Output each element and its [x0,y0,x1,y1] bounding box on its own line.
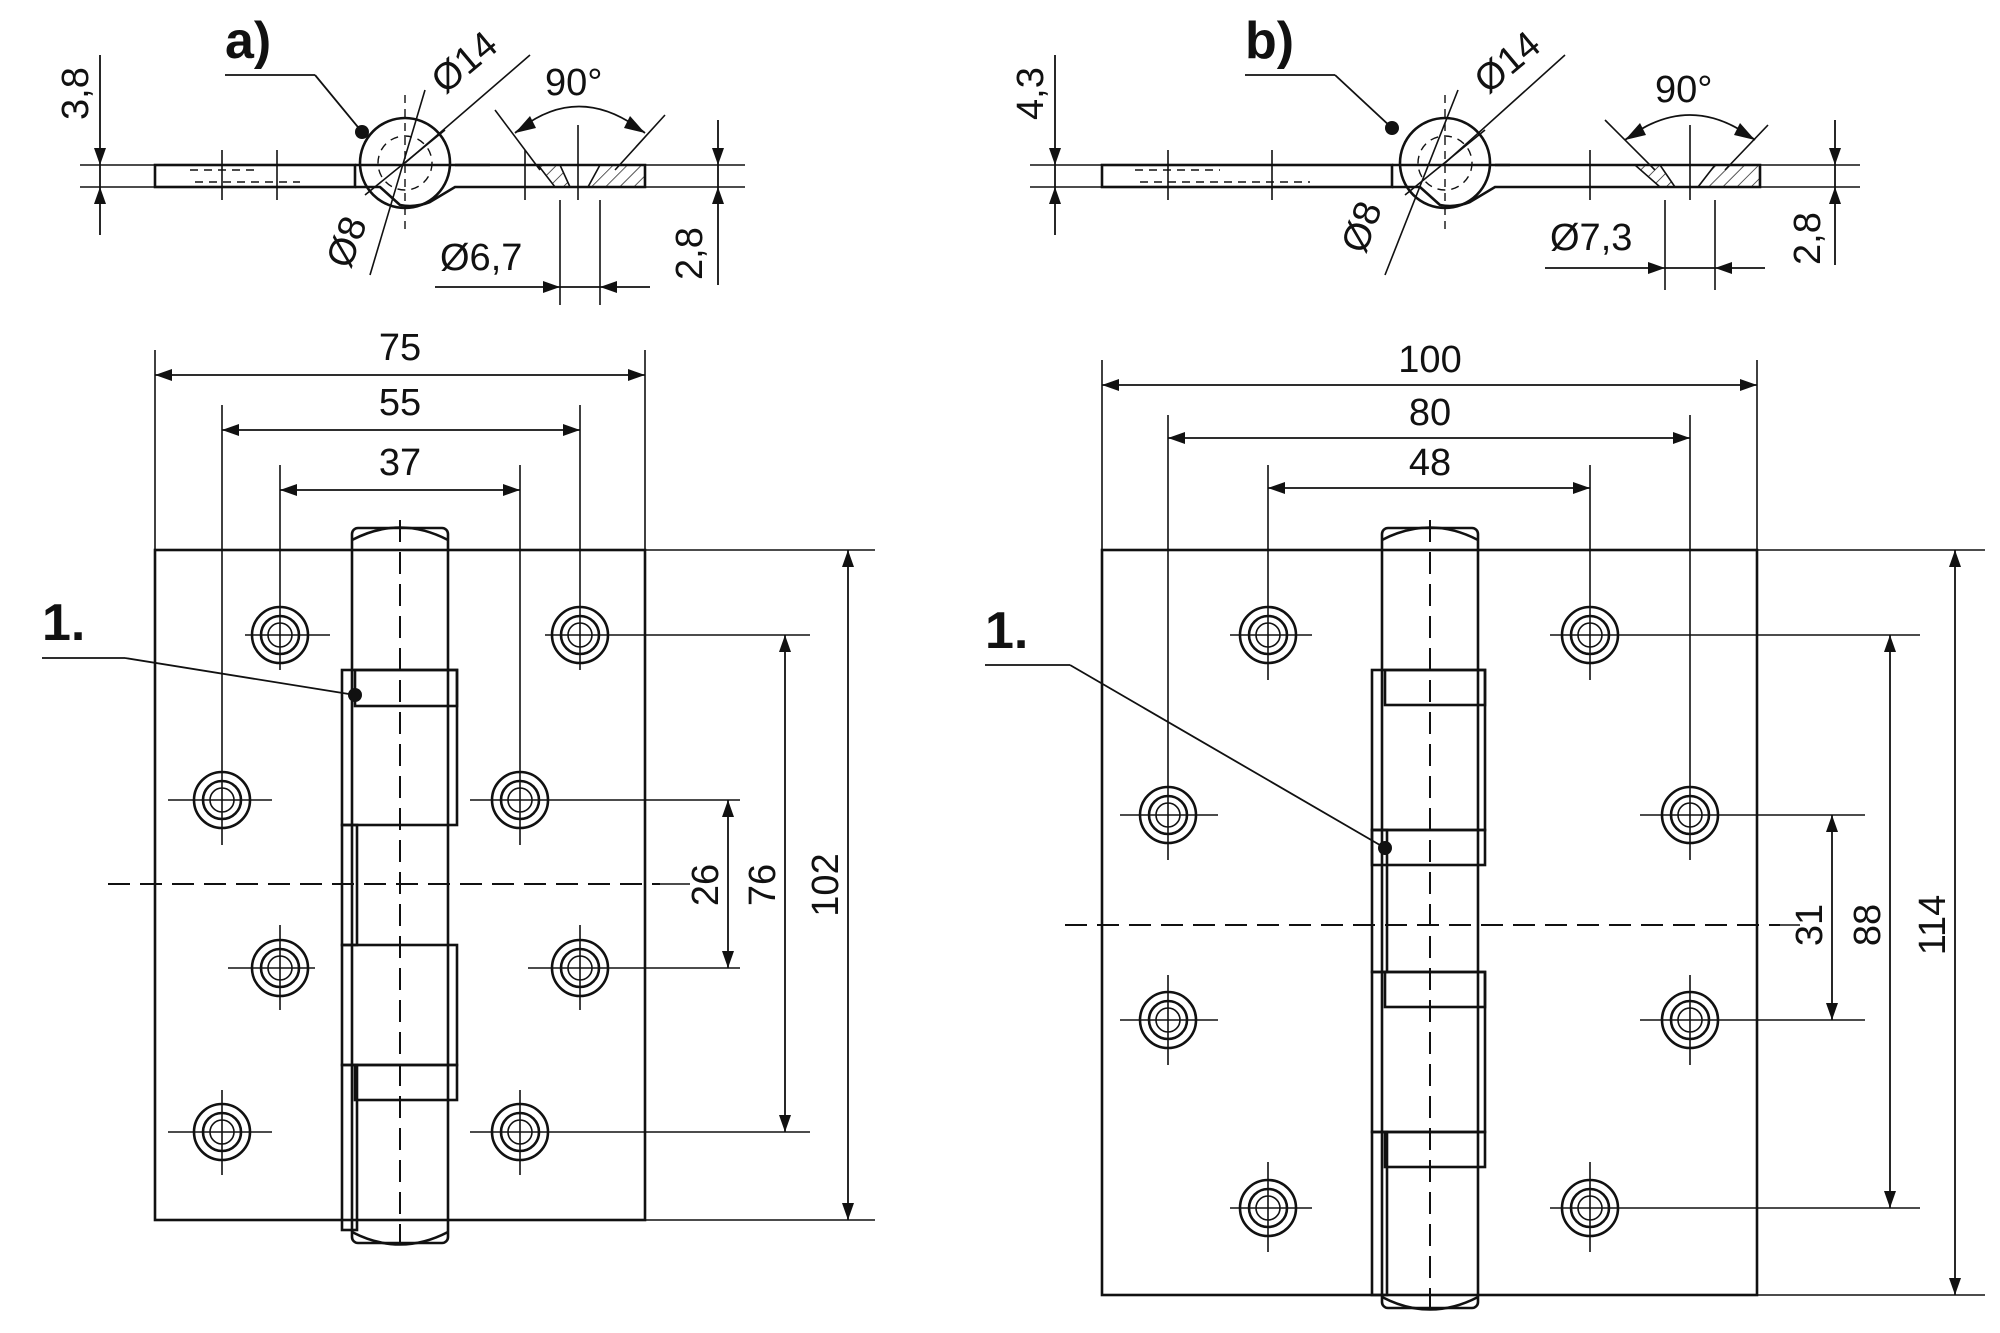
front-b [985,360,1985,1311]
view-b-thickness: 2,8 [1787,212,1829,265]
view-b-knuckle-diameter: Ø14 [1467,24,1549,102]
front-a [42,350,875,1246]
view-b-height-inner-holes: 31 [1789,904,1831,946]
view-a-pin-diameter: Ø8 [319,211,376,273]
view-a-height-outer-holes: 76 [742,864,784,906]
view-b-width-inner: 48 [1409,442,1451,484]
section-b-countersink-left [1632,164,1677,188]
view-b-pin-diameter: Ø8 [1334,196,1391,258]
section-b [1030,54,1860,290]
view-b-height-left: 4,3 [1010,67,1052,120]
view-a-callout: 1. [42,594,85,652]
view-a-angle: 90° [545,62,602,104]
view-b-callout: 1. [985,602,1028,660]
section-a [80,54,745,305]
section-b-pin [1417,135,1473,191]
section-b-countersink-right [1696,164,1761,188]
view-a-width-overall: 75 [379,327,421,369]
view-b-label: b) [1245,12,1294,70]
view-a-height-left: 3,8 [55,67,97,120]
section-a-countersink-left [536,164,572,188]
view-a-label: a) [225,12,271,70]
view-b-height-overall: 114 [1912,895,1954,956]
view-a-knuckle-diameter: Ø14 [424,24,506,102]
view-a-thickness: 2,8 [669,227,711,280]
view-a-width-inner: 37 [379,442,421,484]
view-a-width-mid: 55 [379,382,421,424]
view-a-height-overall: 102 [805,853,847,916]
view-b-height-outer-holes: 88 [1847,904,1889,946]
view-b-hole-diameter: Ø7,3 [1550,217,1632,259]
view-b-angle: 90° [1655,69,1712,111]
section-a-pin [377,135,433,191]
view-b-width-overall: 100 [1398,339,1461,381]
view-a-height-inner-holes: 26 [685,864,727,906]
section-b-leaf-left [1100,163,1394,189]
section-a-leaf-left [153,163,357,189]
view-a-hole-diameter: Ø6,7 [440,237,522,279]
view-b-width-mid: 80 [1409,392,1451,434]
